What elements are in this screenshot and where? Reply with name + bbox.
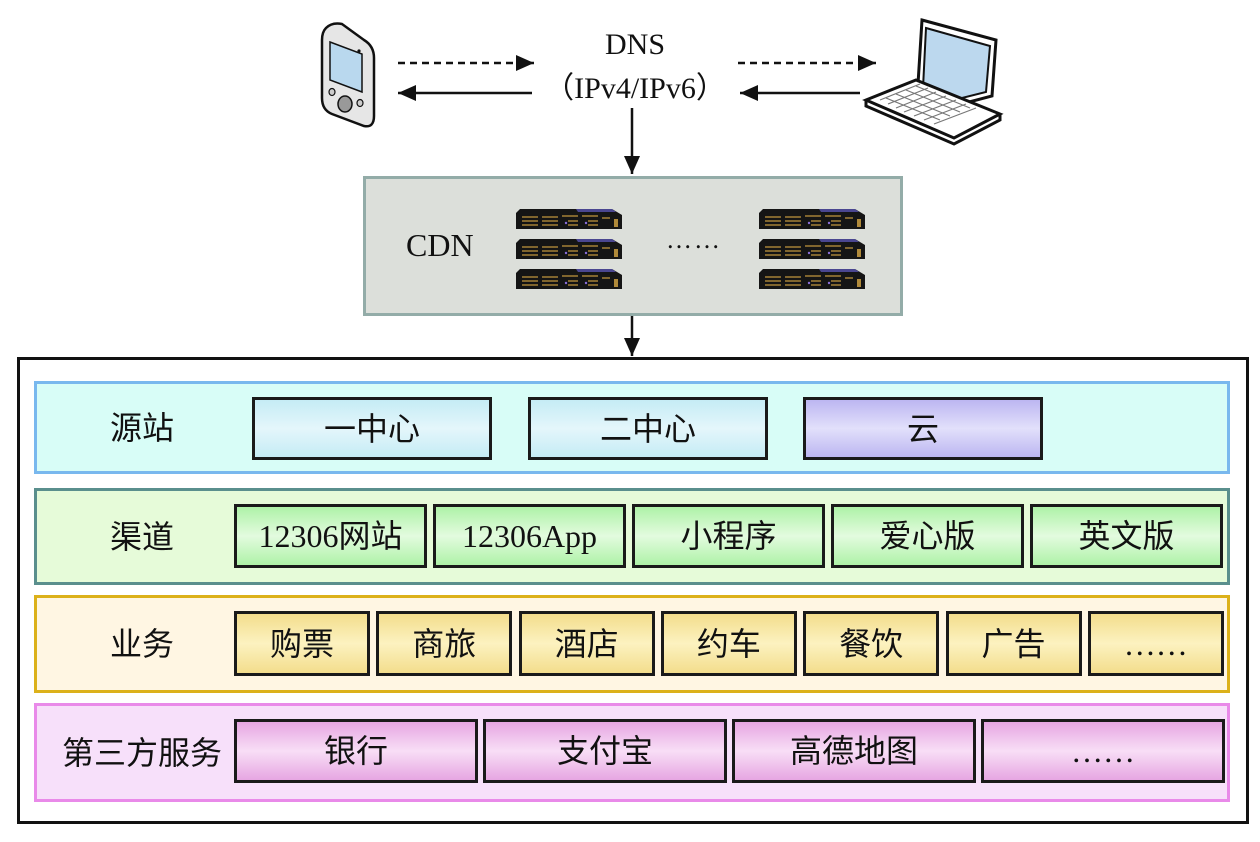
layer-item-label: 英文版 — [1078, 518, 1175, 554]
layer-item-channel: 小程序 — [632, 504, 825, 568]
layer-label: 业务 — [109, 626, 174, 662]
server-icon — [516, 205, 624, 229]
layer-item-origin: 云 — [803, 397, 1043, 460]
server-icon — [759, 235, 867, 259]
dns-title: DNS — [604, 28, 665, 61]
layer-item-channel: 12306网站 — [234, 504, 427, 568]
layer-item-third_party: 银行 — [234, 719, 478, 783]
layer-item-label: 12306App — [461, 518, 598, 554]
layer-item-label: 二中心 — [599, 410, 696, 447]
layer-label: 源站 — [109, 410, 174, 446]
layer-item-label: 爱心版 — [879, 518, 976, 554]
layer-label: 渠道 — [109, 519, 174, 555]
layer-item-label: 12306网站 — [258, 518, 403, 554]
layer-item-origin: 一中心 — [252, 397, 492, 460]
layer-item-label: 支付宝 — [556, 733, 653, 769]
layer-label: 第三方服务 — [61, 735, 222, 771]
laptop-icon — [862, 18, 1004, 146]
layer-item-label: 商旅 — [412, 625, 477, 662]
layer-item-origin: 二中心 — [528, 397, 768, 460]
server-icon — [759, 265, 867, 289]
layer-third-party: 第三方服务 银行 支付宝 高德地图 …… — [34, 703, 1230, 802]
layer-item-business: 商旅 — [376, 611, 513, 676]
layer-item-label: 小程序 — [680, 518, 777, 554]
layer-item-business: 餐饮 — [803, 611, 940, 676]
layer-business: 业务 购票 商旅 酒店 约车 餐饮 广告 …… — [34, 595, 1230, 693]
layer-item-label: …… — [1071, 733, 1135, 769]
server-icon — [516, 235, 624, 259]
cdn-label: CDN — [406, 227, 474, 263]
layer-channel: 渠道 12306网站 12306App 小程序 爱心版 英文版 — [34, 488, 1230, 585]
layer-item-label: 购票 — [269, 625, 334, 662]
layer-item-business: 约车 — [660, 611, 797, 676]
layer-item-channel: 12306App — [433, 504, 626, 568]
layer-item-label: 酒店 — [554, 625, 619, 662]
layer-item-label: 一中心 — [323, 410, 420, 447]
layer-item-business: 广告 — [945, 611, 1082, 676]
dns-subtitle: （IPv4/IPv6） — [544, 72, 726, 105]
layer-item-label: 约车 — [696, 625, 761, 662]
layer-origin: 源站 一中心 二中心 云 — [34, 381, 1230, 474]
layer-item-label: …… — [1123, 625, 1188, 662]
layer-item-third_party: …… — [981, 719, 1225, 783]
cdn-box: CDN …… — [363, 176, 903, 316]
layer-item-label: 云 — [906, 410, 939, 447]
server-icon — [516, 265, 624, 289]
layer-item-third_party: 支付宝 — [483, 719, 727, 783]
origin-architecture-frame: 源站 一中心 二中心 云 渠道 12306网站 12306App 小程序 爱心版 英文版 业… — [17, 357, 1249, 824]
layer-item-third_party: 高德地图 — [732, 719, 976, 783]
layer-item-channel: 英文版 — [1030, 504, 1223, 568]
layer-item-label: 广告 — [981, 625, 1046, 662]
layer-item-business: 酒店 — [518, 611, 655, 676]
mobile-phone-icon — [320, 22, 376, 128]
layer-item-business: …… — [1087, 611, 1224, 676]
layer-item-label: 银行 — [323, 733, 388, 769]
server-icon — [759, 205, 867, 229]
layer-item-business: 购票 — [234, 611, 370, 676]
cdn-ellipsis: …… — [666, 225, 722, 254]
layer-item-label: 餐饮 — [839, 625, 904, 662]
layer-item-label: 高德地图 — [789, 733, 918, 769]
layer-item-channel: 爱心版 — [831, 504, 1024, 568]
